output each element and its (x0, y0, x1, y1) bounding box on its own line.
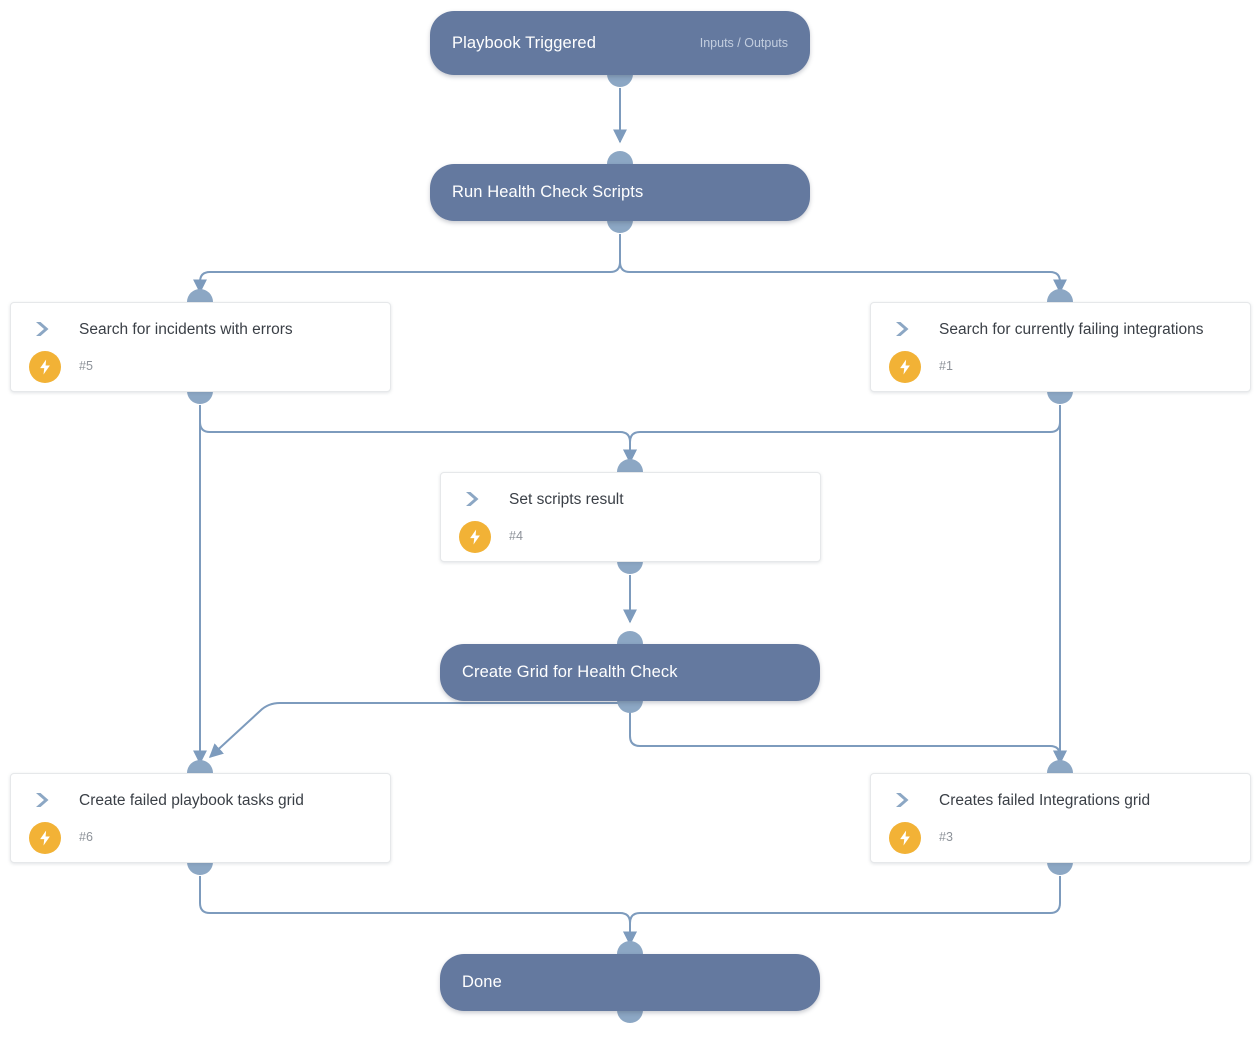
bolt-icon (889, 351, 921, 383)
node-title: Run Health Check Scripts (452, 183, 644, 201)
chevron-right-icon (893, 319, 915, 339)
bolt-icon (459, 521, 491, 553)
edge-create-grid-to-failed-integrations-grid (629, 714, 1067, 765)
node-title: Creates failed Integrations grid (939, 792, 1151, 809)
node-title: Search for currently failing integration… (939, 321, 1204, 338)
node-run-health-check-scripts[interactable]: Run Health Check Scripts (430, 164, 810, 221)
port-in-create-grid-health-check[interactable] (617, 631, 643, 644)
node-creates-failed-integrations-grid[interactable]: Creates failed Integrations grid #3 (870, 773, 1251, 863)
node-number: #5 (79, 359, 93, 373)
chevron-right-icon (463, 489, 485, 509)
node-playbook-triggered[interactable]: Playbook Triggered Inputs / Outputs (430, 11, 810, 75)
port-out-creates-failed-integrations-grid[interactable] (1047, 862, 1073, 875)
edge-search-integrations-to-set-result (623, 405, 1061, 464)
port-out-search-incidents-errors[interactable] (187, 391, 213, 404)
port-in-search-failing-integrations[interactable] (1047, 289, 1073, 302)
node-number: #3 (939, 830, 953, 844)
port-in-search-incidents-errors[interactable] (187, 289, 213, 302)
port-out-done[interactable] (617, 1010, 643, 1023)
node-number: #4 (509, 529, 523, 543)
node-title: Playbook Triggered (452, 33, 596, 52)
port-in-run-health-check-scripts[interactable] (607, 151, 633, 164)
node-search-failing-integrations[interactable]: Search for currently failing integration… (870, 302, 1251, 392)
edge-run-scripts-to-search-incidents (193, 234, 621, 294)
bolt-icon (29, 351, 61, 383)
port-in-create-failed-playbook-tasks-grid[interactable] (187, 760, 213, 773)
chevron-right-icon (33, 790, 55, 810)
node-title: Done (462, 973, 502, 991)
node-title: Create Grid for Health Check (462, 663, 678, 681)
node-number: #1 (939, 359, 953, 373)
node-done[interactable]: Done (440, 954, 820, 1011)
node-create-grid-health-check[interactable]: Create Grid for Health Check (440, 644, 820, 701)
chevron-right-icon (33, 319, 55, 339)
edge-failed-integrations-grid-to-done (623, 876, 1061, 946)
bolt-icon (889, 822, 921, 854)
node-title: Create failed playbook tasks grid (79, 792, 304, 809)
bolt-icon (29, 822, 61, 854)
edge-create-grid-to-failed-tasks-grid (208, 702, 631, 758)
node-set-scripts-result[interactable]: Set scripts result #4 (440, 472, 821, 562)
node-number: #6 (79, 830, 93, 844)
port-out-create-failed-playbook-tasks-grid[interactable] (187, 862, 213, 875)
port-out-playbook-triggered[interactable] (607, 74, 633, 87)
edge-failed-tasks-grid-to-done (199, 876, 637, 946)
port-out-run-health-check-scripts[interactable] (607, 220, 633, 233)
node-search-incidents-errors[interactable]: Search for incidents with errors #5 (10, 302, 391, 392)
edge-search-incidents-to-set-result (199, 405, 637, 464)
port-in-set-scripts-result[interactable] (617, 459, 643, 472)
node-title: Search for incidents with errors (79, 321, 293, 338)
port-out-create-grid-health-check[interactable] (617, 700, 643, 713)
node-create-failed-playbook-tasks-grid[interactable]: Create failed playbook tasks grid #6 (10, 773, 391, 863)
chevron-right-icon (893, 790, 915, 810)
node-inputs-outputs-label[interactable]: Inputs / Outputs (699, 36, 788, 50)
port-out-set-scripts-result[interactable] (617, 561, 643, 574)
port-in-done[interactable] (617, 941, 643, 954)
node-title: Set scripts result (509, 491, 624, 508)
edge-run-scripts-to-search-integrations (619, 234, 1067, 294)
port-out-search-failing-integrations[interactable] (1047, 391, 1073, 404)
port-in-creates-failed-integrations-grid[interactable] (1047, 760, 1073, 773)
